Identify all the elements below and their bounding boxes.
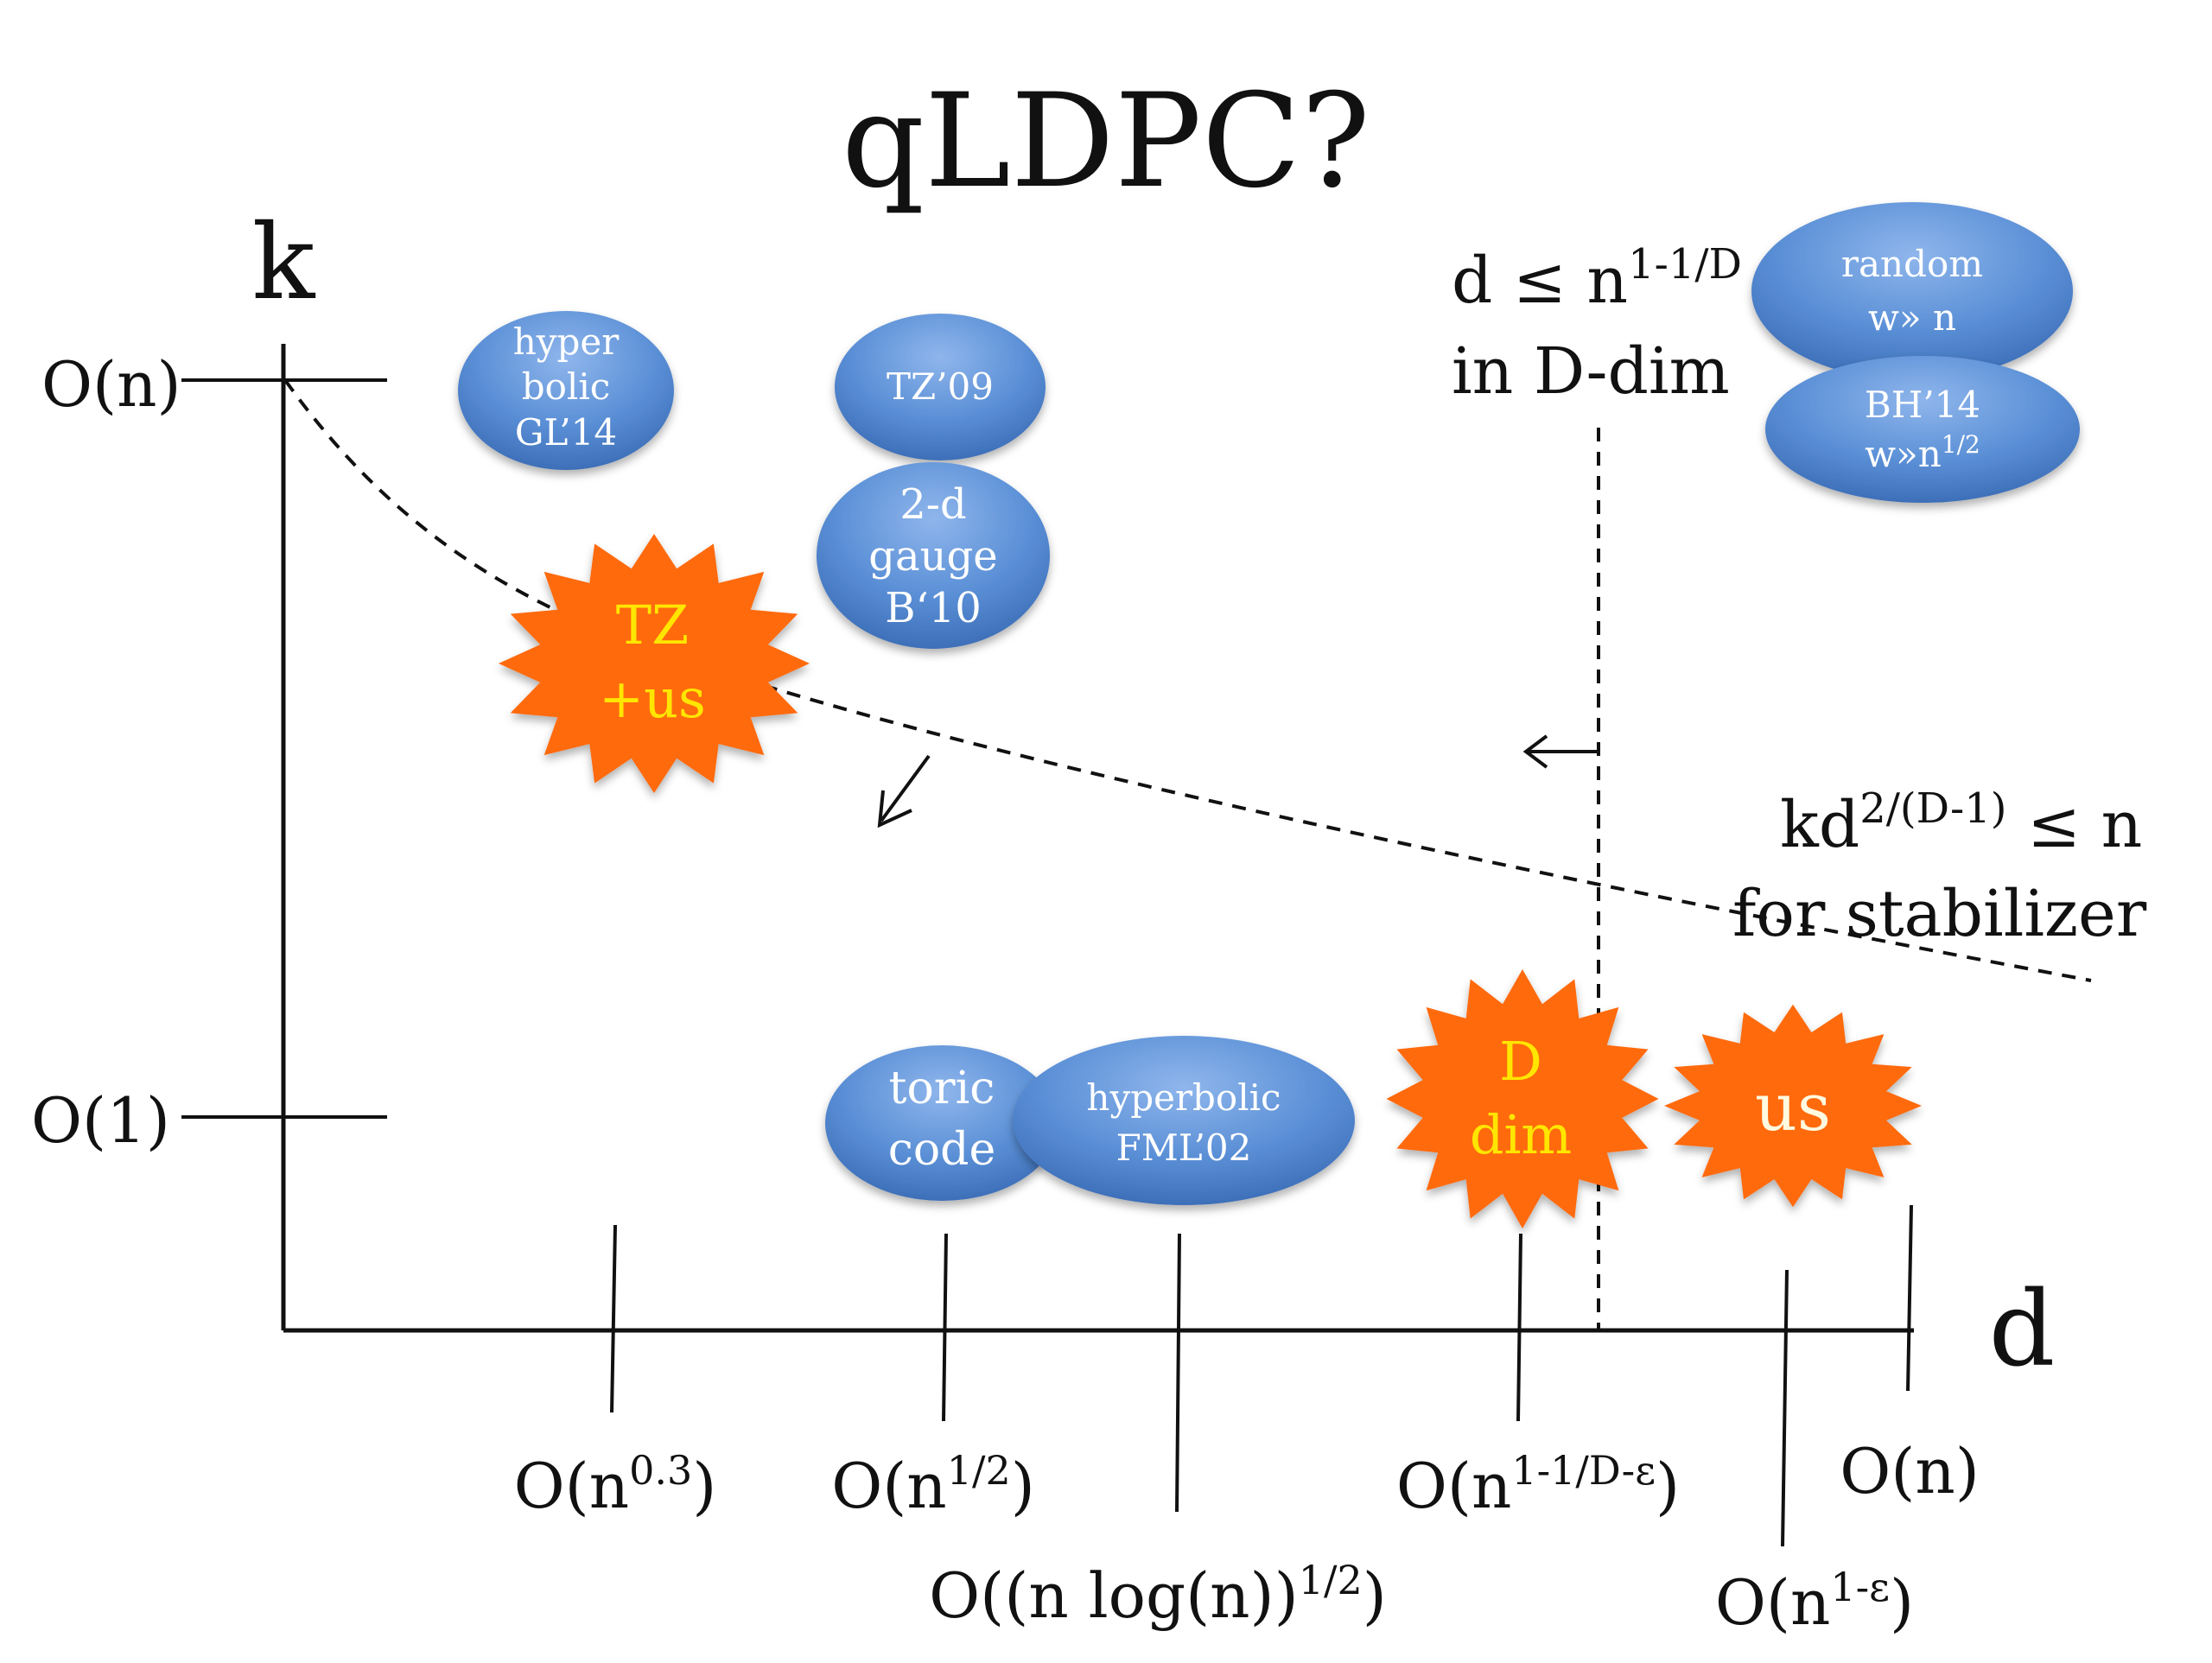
- y-tick-label-o1: O(1): [31, 1084, 170, 1157]
- dim-bound-text: d ≤ n1-1/D: [1452, 240, 1742, 318]
- d-dim-starburst: [1386, 969, 1659, 1228]
- random-text-1: random: [1841, 243, 1983, 285]
- stabilizer-bound-curve: [283, 378, 2092, 982]
- x-tick-n: [1906, 1204, 1913, 1392]
- curve-arrow-head: [877, 790, 912, 828]
- toric-code-text-2: code: [888, 1124, 996, 1176]
- dim-bound-text-2: in D-dim: [1452, 334, 1730, 409]
- toric-code-text-1: toric: [889, 1063, 995, 1114]
- y-axis-label: k: [252, 203, 316, 323]
- random-text-2: w» n: [1868, 296, 1956, 339]
- d-dim-text-2: dim: [1470, 1103, 1572, 1166]
- y-tick-label-on: O(n): [41, 348, 181, 421]
- tz-us-starburst: [499, 534, 810, 793]
- x-axis-label: d: [1989, 1270, 2056, 1390]
- gauge-2d-text-3: B‘10: [885, 584, 982, 632]
- tz09-text: TZ’09: [887, 365, 994, 408]
- hyperbolic-gl-text-2: bolic: [522, 365, 611, 408]
- us-starburst: [1664, 1004, 1922, 1208]
- x-tick-label-nhalf: O(n1/2): [831, 1447, 1035, 1522]
- gauge-2d-text-1: 2-d: [899, 480, 966, 529]
- x-tick-label-neps: O(n1-ε): [1715, 1564, 1914, 1639]
- hyperbolic-gl-bubble: [458, 311, 674, 470]
- bh14-bubble: [1765, 356, 2080, 503]
- x-tick-nD: [1516, 1233, 1522, 1422]
- gauge-2d-bubble: [817, 462, 1050, 649]
- bh14-text-1: BH’14: [1865, 384, 1980, 426]
- x-tick-neps: [1781, 1269, 1789, 1547]
- hyperbolic-gl-text-3: GL’14: [515, 411, 617, 454]
- dim-arrow-head: [1522, 734, 1548, 769]
- hyperbolic-gl-text-1: hyper: [513, 321, 620, 363]
- toric-code-bubble: [825, 1045, 1058, 1201]
- x-tick-label-n03: O(n0.3): [514, 1447, 717, 1522]
- random-bubble: [1751, 202, 2073, 380]
- x-tick-nlog: [1175, 1233, 1181, 1513]
- stab-bound-text-2: for stabilizer: [1732, 877, 2147, 951]
- curve-arrow-shaft: [880, 754, 931, 822]
- x-tick-label-nD: O(n1-1/D-ε): [1396, 1447, 1680, 1522]
- hyperbolic-fml-bubble: [1013, 1036, 1355, 1205]
- page-title: qLDPC?: [842, 67, 1370, 217]
- hyperbolic-fml-text-2: FML’02: [1116, 1127, 1252, 1169]
- gauge-2d-text-2: gauge: [868, 532, 997, 581]
- stab-bound-text: kd2/(D-1) ≤ n: [1780, 784, 2142, 862]
- d-dim-text-1: D: [1499, 1030, 1542, 1093]
- x-tick-nhalf: [942, 1233, 948, 1422]
- tz-us-text-1: TZ: [616, 593, 689, 657]
- x-tick-label-n: O(n): [1840, 1435, 1980, 1507]
- tz-us-text-2: +us: [599, 667, 706, 730]
- us-text: us: [1755, 1069, 1831, 1146]
- x-tick-label-nlog: O((n log(n))1/2): [929, 1557, 1387, 1632]
- x-tick-n03: [610, 1224, 617, 1413]
- hyperbolic-fml-text-1: hyperbolic: [1086, 1076, 1281, 1119]
- tz09-bubble: [835, 314, 1046, 460]
